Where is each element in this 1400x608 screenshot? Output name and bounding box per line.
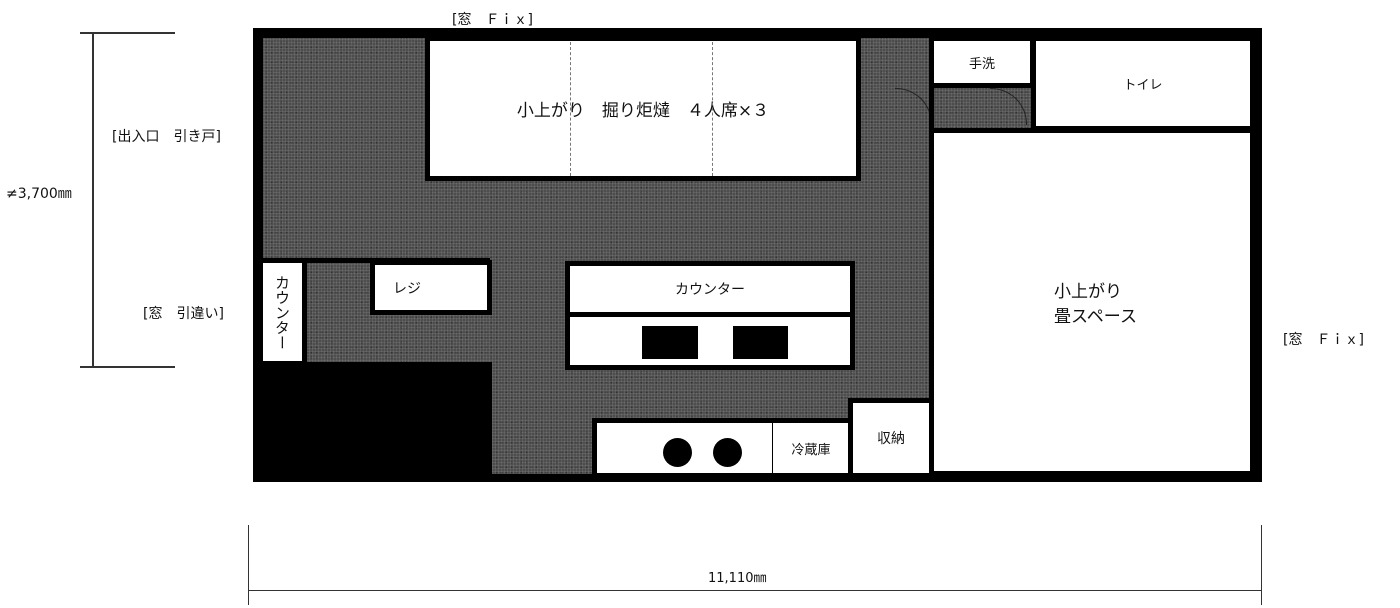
height-dimension-tick-bottom	[80, 366, 175, 368]
toilet-room: トイレ	[1031, 36, 1255, 131]
stove-burner	[642, 326, 698, 359]
height-dimension-line	[92, 32, 94, 368]
seat-divider	[712, 42, 713, 176]
window-top-label: [窓 Ｆｉｘ]	[452, 12, 533, 28]
cooking-area	[565, 312, 855, 370]
side-counter: カウンター	[258, 258, 307, 366]
wall	[929, 86, 934, 136]
horigotatsu-seating: 小上がり 掘り炬燵 ４人席×３	[425, 36, 861, 181]
seat-divider	[570, 42, 571, 176]
width-dimension-tick-left	[248, 525, 249, 605]
entrance-label: [出入口 引き戸]	[112, 129, 221, 145]
black-block	[258, 362, 492, 480]
width-dimension-line	[248, 590, 1262, 591]
width-dimension-label: 11,110㎜	[708, 571, 767, 586]
sink-circle	[663, 438, 692, 467]
height-dimension-label: ≠3,700㎜	[6, 186, 72, 202]
tatami-space: 小上がり 畳スペース	[929, 128, 1255, 476]
window-left-label: [窓 引違い]	[143, 306, 224, 322]
height-dimension-tick-top	[80, 32, 175, 34]
stove-burner	[733, 326, 788, 359]
counter: カウンター	[565, 261, 855, 317]
window-right-label: [窓 Ｆｉｘ]	[1283, 332, 1364, 348]
storage: 収納	[848, 398, 934, 478]
handwash-room: 手洗	[929, 36, 1035, 88]
width-dimension-tick-right	[1261, 525, 1262, 605]
refrigerator: 冷蔵庫	[772, 418, 854, 478]
sink-circle	[713, 438, 742, 467]
register: レジ	[370, 260, 492, 315]
